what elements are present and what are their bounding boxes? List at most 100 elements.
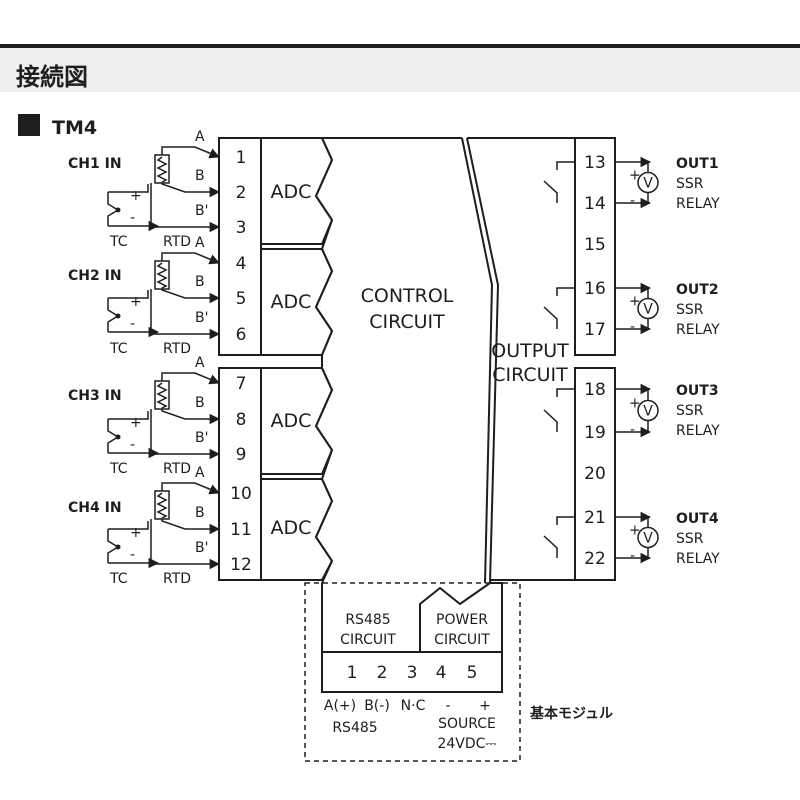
base-terminal-label: + [479, 698, 491, 714]
control-circuit-right-edge [461, 137, 494, 584]
wire-b-prime [150, 289, 221, 340]
rtd-label: RTD [163, 461, 191, 477]
voltmeter-icon [637, 399, 659, 422]
output-terminal-number: 13 [584, 153, 606, 173]
tc-plus: + [130, 415, 142, 431]
channel-label: CH3 IN [68, 388, 122, 404]
tc-plus-wire [108, 184, 149, 193]
base-terminal-number: 2 [377, 663, 388, 683]
terminal-number: 6 [236, 325, 247, 345]
wire-a [161, 482, 220, 495]
channel-4: CH4 IN 10 11 12 A B B' + -TC RTD [68, 465, 252, 587]
wire-b-prime [150, 519, 221, 570]
base-terminal-number: 5 [467, 663, 478, 683]
output-terminal-number: 14 [584, 194, 606, 214]
base-terminal-label: A(+) [324, 698, 356, 714]
base-terminal-number: 4 [436, 663, 447, 683]
wire-a [161, 146, 220, 159]
tc-label: TC [109, 461, 128, 477]
channel-label: CH2 IN [68, 268, 122, 284]
output-circuit-left-edge [466, 137, 500, 584]
output-terminal-number: 18 [584, 380, 606, 400]
output-type-line1: SSR [676, 403, 704, 419]
output-type-line1: SSR [676, 302, 704, 318]
output-terminal-number: 20 [584, 464, 606, 484]
adc-label-2: ADC [271, 291, 312, 313]
output-type-line2: RELAY [676, 322, 720, 338]
terminal-number: 12 [230, 555, 252, 575]
model-square-icon [18, 114, 40, 136]
voltmeter-icon [637, 297, 659, 320]
voltmeter-plus: + [629, 294, 641, 310]
voltmeter-minus: - [630, 548, 635, 564]
base-terminal-label: N·C [401, 698, 426, 714]
wire-label-b: B [195, 505, 205, 521]
wire-label-b-prime: B' [195, 540, 208, 556]
source-label: SOURCE [438, 716, 496, 732]
wire-label-b-prime: B' [195, 310, 208, 326]
thermocouple-junction-icon [115, 207, 121, 213]
tc-plus-wire [108, 290, 149, 299]
wire-a [161, 372, 220, 385]
wire-b [161, 409, 221, 425]
rs485-circuit-label-1: RS485 [345, 612, 390, 628]
power-circuit-outline [419, 582, 503, 652]
terminal-number: 10 [230, 484, 252, 504]
header-band: 接続図 [0, 44, 800, 92]
voltmeter-minus: - [630, 193, 635, 209]
terminal-number: 8 [236, 410, 247, 430]
tc-label: TC [109, 341, 128, 357]
output-type-line2: RELAY [676, 423, 720, 439]
rs485-label: RS485 [332, 720, 377, 736]
thermocouple-junction-icon [115, 544, 121, 550]
channel-label: CH4 IN [68, 500, 122, 516]
voltmeter-plus: + [629, 168, 641, 184]
power-circuit-label-1: POWER [436, 612, 488, 628]
relay-contact-icon [543, 161, 575, 203]
output-terminal-number: 21 [584, 508, 606, 528]
base-module-outline [304, 582, 521, 762]
tc-plus-wire [108, 521, 149, 530]
tc-minus: - [130, 210, 135, 226]
output-type-line1: SSR [676, 176, 704, 192]
wire-label-a: A [195, 465, 205, 481]
rtd-label: RTD [163, 234, 191, 250]
tc-minus: - [130, 437, 135, 453]
tc-plus: + [130, 525, 142, 541]
wire-b-prime [150, 183, 221, 233]
output-name: OUT1 [676, 156, 719, 172]
wire-b [161, 183, 221, 198]
tc-label: TC [109, 571, 128, 587]
wire-a [161, 252, 220, 265]
control-circuit-left-edge [314, 137, 334, 584]
output-terminal-number: 22 [584, 549, 606, 569]
resistor-zigzag-icon [156, 156, 168, 183]
tc-minus: - [130, 547, 135, 563]
tc-plus-wire [108, 411, 149, 420]
terminal-number: 11 [230, 520, 252, 540]
voltmeter-symbol: V [643, 176, 653, 192]
output-terminal-number: 16 [584, 279, 606, 299]
terminal-number: 2 [236, 183, 247, 203]
tc-plus: + [130, 294, 142, 310]
voltmeter-minus: - [630, 319, 635, 335]
rs485-circuit-label-2: CIRCUIT [340, 632, 396, 648]
wire-label-b: B [195, 274, 205, 290]
thermocouple-junction-icon [115, 434, 121, 440]
power-circuit-label-2: CIRCUIT [434, 632, 490, 648]
output-name: OUT4 [676, 511, 719, 527]
control-circuit-label-1: CONTROL [361, 285, 454, 307]
base-terminal-block [321, 651, 503, 693]
relay-contact-icon [543, 388, 575, 432]
wire-b-prime [150, 409, 221, 460]
wire-label-a: A [195, 129, 205, 145]
rtd-label: RTD [163, 571, 191, 587]
output-circuit-label-2: CIRCUIT [492, 364, 568, 386]
base-terminal-label: B(-) [364, 698, 390, 714]
wire-label-a: A [195, 235, 205, 251]
